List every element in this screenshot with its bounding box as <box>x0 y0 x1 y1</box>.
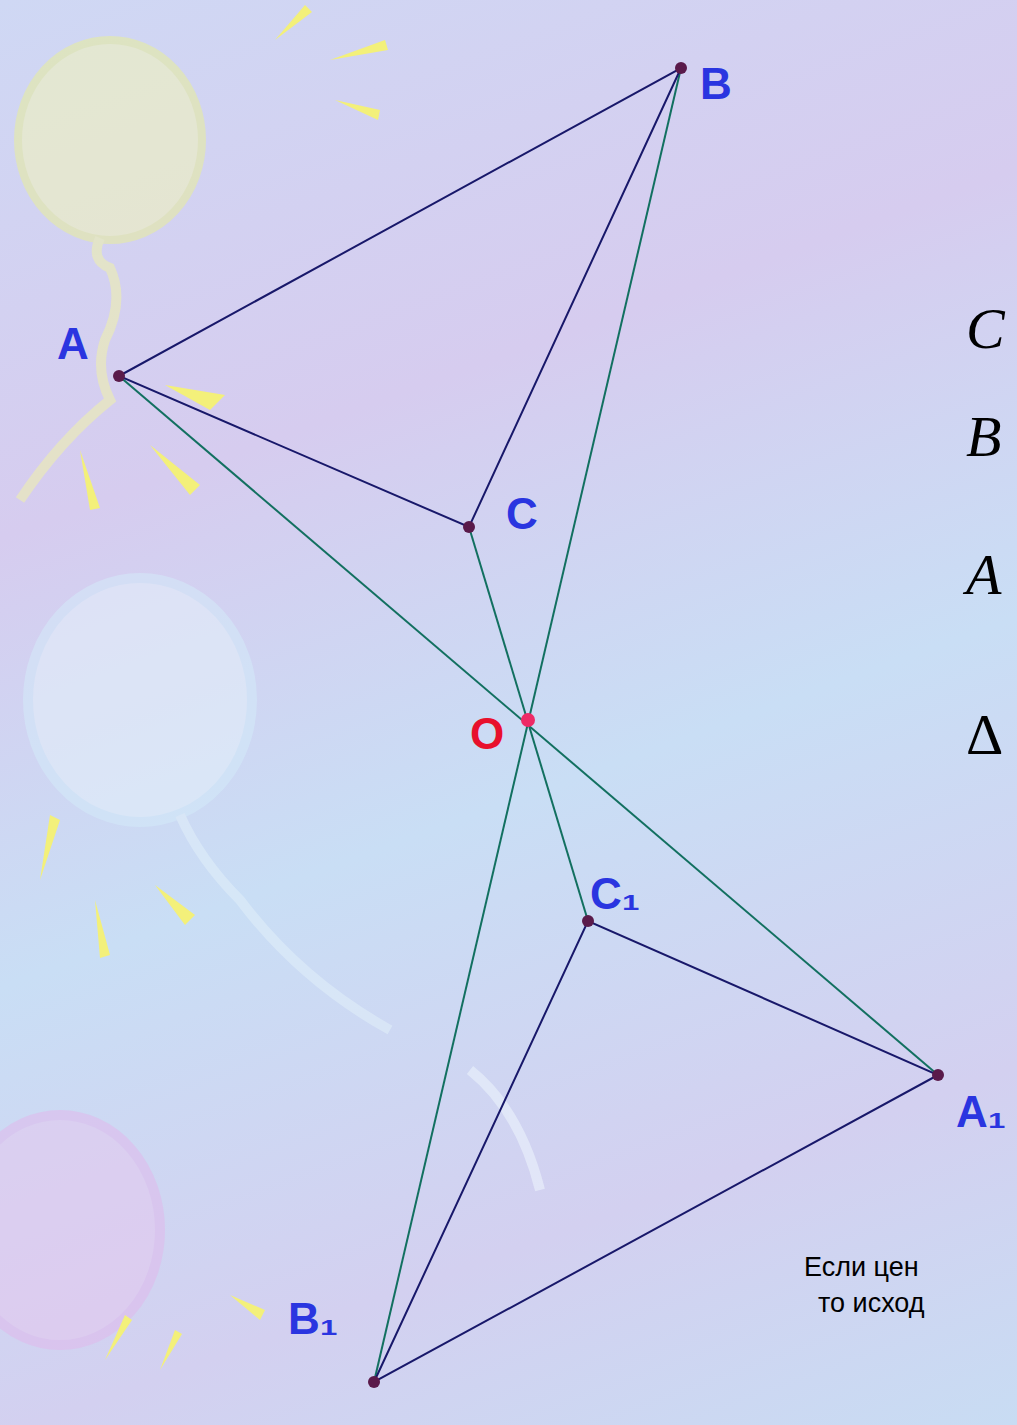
balloons <box>0 40 540 1345</box>
formula-fragment: A <box>966 546 1001 604</box>
balloon-rays <box>40 5 388 1370</box>
point-label: B₁ <box>288 1297 338 1341</box>
points <box>113 62 944 1388</box>
point-label: C <box>506 492 538 536</box>
point-label: A₁ <box>956 1090 1006 1134</box>
formula-fragment: C <box>966 300 1005 358</box>
point-label: B <box>700 62 732 106</box>
formula-fragment: Δ <box>966 706 1003 764</box>
triangles <box>119 68 938 1382</box>
note-text: то исход <box>818 1290 925 1317</box>
symmetry-lines <box>119 68 938 1382</box>
point-label: A <box>57 322 89 366</box>
note-text: Если цен <box>804 1254 919 1281</box>
formula-fragment: B <box>966 408 1001 466</box>
center-label: O <box>470 712 504 756</box>
point-label: C₁ <box>590 872 640 916</box>
